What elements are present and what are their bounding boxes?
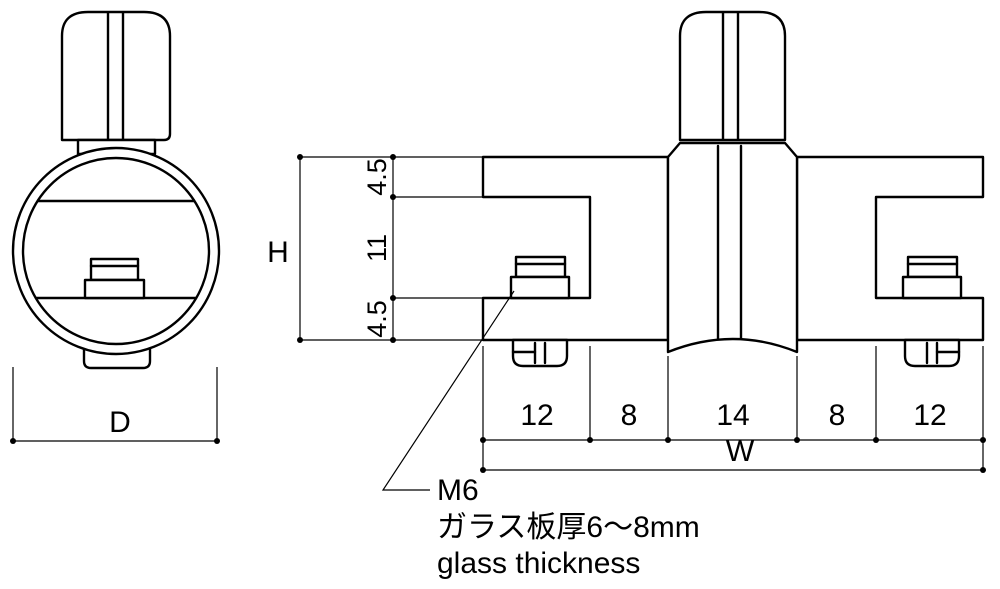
left-screw-head-top [514, 255, 567, 279]
dim-d-dot-right [214, 438, 220, 444]
callout-glass-en-label: glass thickness [437, 547, 640, 580]
dim-seg-dot-3 [665, 437, 671, 443]
dim-top-flange-label: 4.5 [362, 158, 392, 196]
right-screw-head-base [901, 275, 963, 300]
dim-seg-dot-4 [794, 437, 800, 443]
dim-seg-label-1: 12 [520, 399, 553, 432]
side-knob [60, 10, 172, 142]
side-ring-inner [21, 156, 211, 346]
callout-thread-label: M6 [437, 474, 479, 507]
dim-seg-label-2: 8 [621, 399, 638, 432]
dim-h-label: H [267, 236, 289, 269]
right-bracket [795, 155, 985, 342]
dim-d-label: D [109, 406, 131, 439]
left-screw-head-base [509, 275, 571, 300]
side-screw-head-top [89, 257, 140, 282]
dim-h-dot-bottom [297, 337, 303, 343]
center-cylinder [666, 141, 799, 354]
callout-glass-jp-label: ガラス板厚6〜8mm [437, 511, 700, 544]
dim-seg-label-5: 12 [913, 399, 946, 432]
dim-seg-label-3: 14 [716, 399, 749, 432]
dim-d-dot-left [10, 438, 16, 444]
front-view: H 4.5 11 4.5 12 8 14 8 12 W [267, 10, 986, 473]
dim-thickness-dot-2 [390, 194, 396, 200]
left-bracket [481, 155, 670, 342]
dim-seg-label-4: 8 [829, 399, 846, 432]
dim-seg-dot-1 [480, 437, 486, 443]
dim-w-dot-right [980, 467, 986, 473]
dim-thickness-dot-3 [390, 295, 396, 301]
dim-w-dot-left [480, 467, 486, 473]
screw-callout: M6 ガラス板厚6〜8mm glass thickness [381, 290, 700, 580]
left-screw-bottom [511, 338, 569, 368]
dim-thickness-dot-1 [390, 154, 396, 160]
front-knob [678, 10, 787, 142]
dim-seg-dot-6 [980, 437, 986, 443]
dim-notch-label: 11 [362, 234, 392, 262]
dim-thickness-dot-4 [390, 337, 396, 343]
dim-h-dot-top [297, 154, 303, 160]
right-screw-bottom [903, 338, 961, 368]
callout-leader [381, 290, 515, 491]
right-screw-head-top [906, 255, 959, 279]
side-screw-head-base [83, 278, 146, 300]
dim-seg-dot-5 [873, 437, 879, 443]
side-ring-outer [11, 146, 221, 356]
side-view: D [10, 10, 221, 444]
dim-seg-dot-2 [587, 437, 593, 443]
dim-w-label: W [726, 435, 755, 468]
dim-bottom-flange-label: 4.5 [362, 300, 392, 338]
